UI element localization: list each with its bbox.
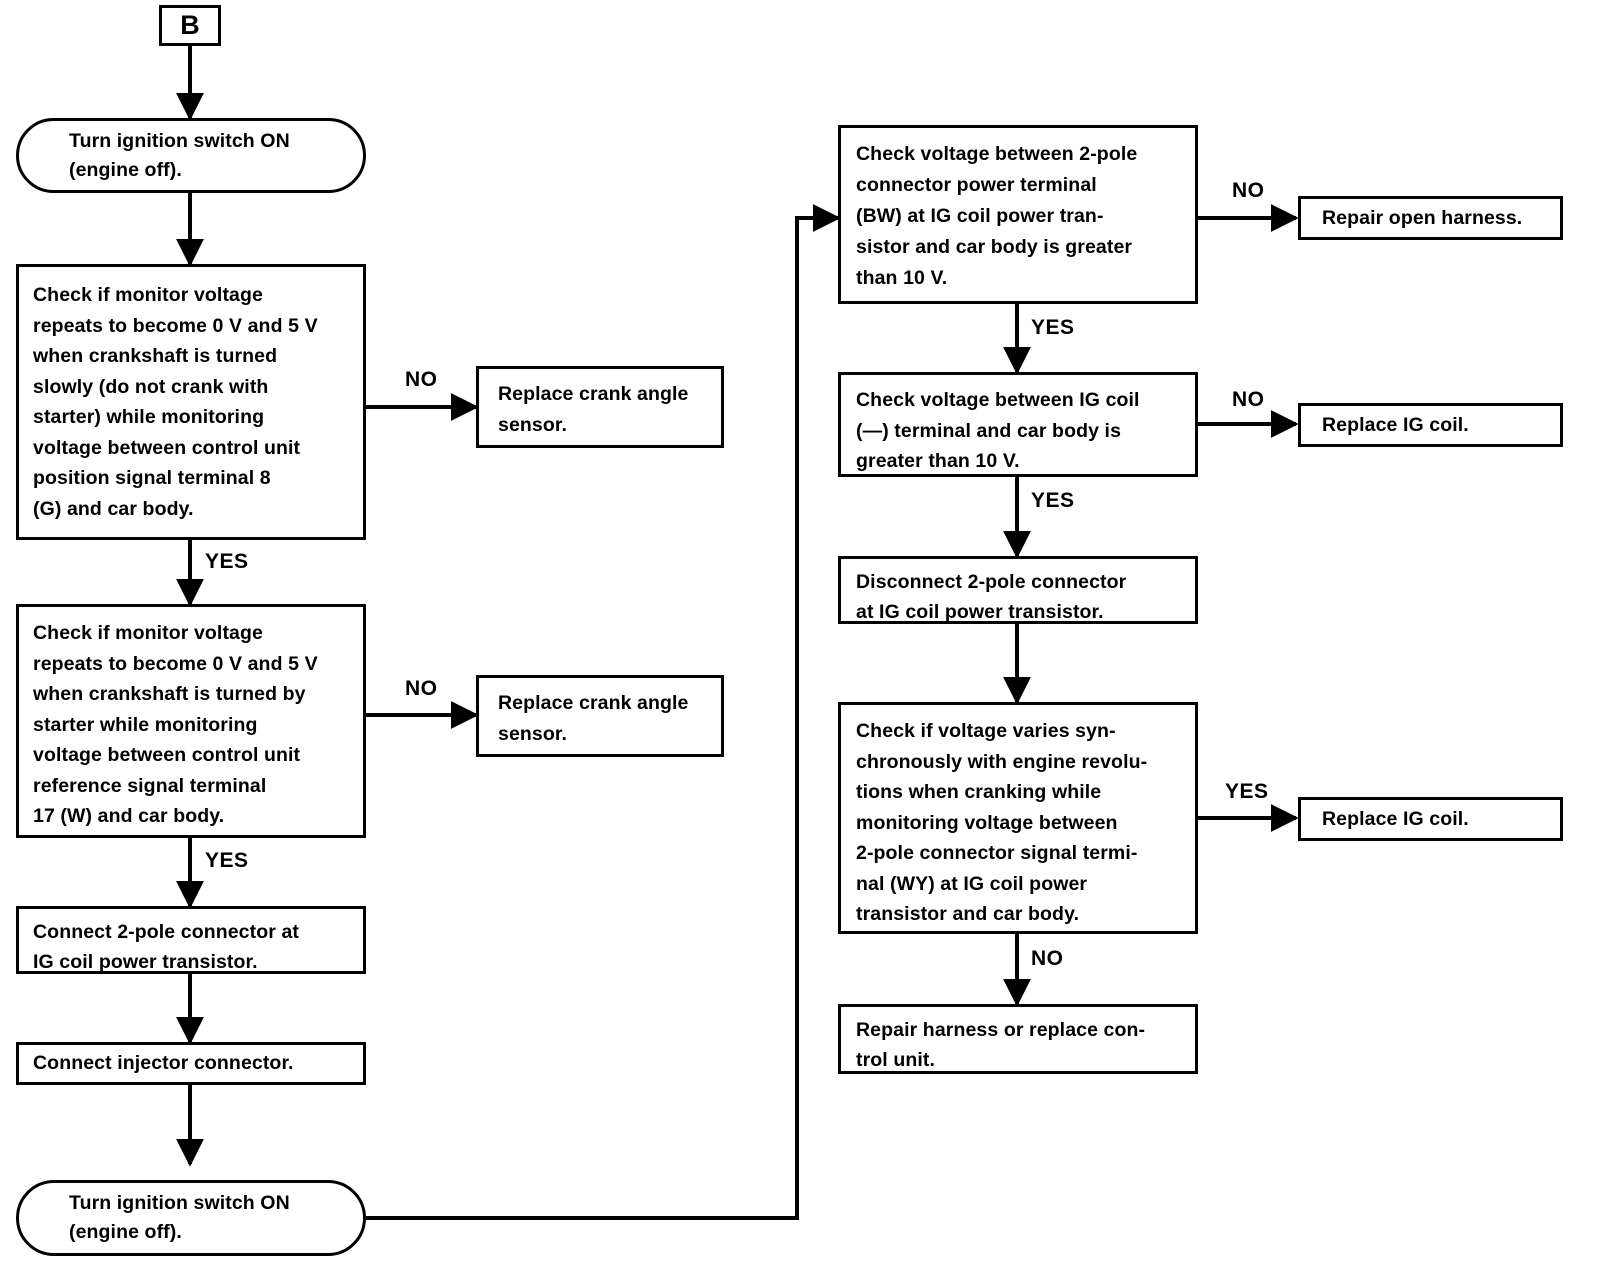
process-check-voltage-varies-synchronously[interactable]: Check if voltage varies syn- chronously … (838, 702, 1198, 934)
terminator-turn-ignition-on-top[interactable]: Turn ignition switch ON (engine off). (16, 118, 366, 193)
process-repair-harness-or-control-unit[interactable]: Repair harness or replace con- trol unit… (838, 1004, 1198, 1074)
process-disconnect-2pole-connector-label: Disconnect 2-pole connector at IG coil p… (856, 571, 1127, 623)
edge-label-no-ig-coil-minus: NO (1232, 388, 1265, 411)
process-check-position-signal[interactable]: Check if monitor voltage repeats to beco… (16, 264, 366, 540)
edge-label-no-voltage-varies: NO (1031, 947, 1064, 970)
process-replace-ig-coil-1[interactable]: Replace IG coil. (1298, 403, 1563, 447)
process-connect-2pole-connector-label: Connect 2-pole connector at IG coil powe… (33, 921, 299, 973)
process-replace-ig-coil-2[interactable]: Replace IG coil. (1298, 797, 1563, 841)
process-repair-open-harness[interactable]: Repair open harness. (1298, 196, 1563, 240)
process-replace-crank-angle-sensor-1[interactable]: Replace crank angle sensor. (476, 366, 724, 448)
edge-label-yes-ig-coil-minus: YES (1031, 489, 1075, 512)
edge-label-yes-position-signal: YES (205, 550, 249, 573)
process-connect-injector-connector-label: Connect injector connector. (33, 1052, 294, 1074)
process-replace-crank-angle-sensor-2[interactable]: Replace crank angle sensor. (476, 675, 724, 757)
process-connect-injector-connector[interactable]: Connect injector connector. (16, 1042, 366, 1085)
process-connect-2pole-connector[interactable]: Connect 2-pole connector at IG coil powe… (16, 906, 366, 974)
edge-label-no-power-terminal: NO (1232, 179, 1265, 202)
terminator-turn-ignition-on-bottom-label: Turn ignition switch ON (engine off). (69, 1192, 290, 1243)
process-check-ig-coil-minus-terminal-label: Check voltage between IG coil (—) termin… (856, 389, 1140, 472)
process-check-reference-signal[interactable]: Check if monitor voltage repeats to beco… (16, 604, 366, 838)
edge-label-yes-voltage-varies: YES (1225, 780, 1269, 803)
terminator-turn-ignition-on-bottom[interactable]: Turn ignition switch ON (engine off). (16, 1180, 366, 1256)
process-replace-ig-coil-1-label: Replace IG coil. (1322, 413, 1469, 436)
edge-label-no-position-signal: NO (405, 368, 438, 391)
process-check-voltage-varies-synchronously-label: Check if voltage varies syn- chronously … (856, 720, 1148, 925)
terminator-turn-ignition-on-top-label: Turn ignition switch ON (engine off). (69, 129, 290, 181)
entry-connector-label: B (180, 10, 200, 40)
process-replace-crank-angle-sensor-2-label: Replace crank angle sensor. (498, 692, 689, 745)
process-replace-ig-coil-2-label: Replace IG coil. (1322, 807, 1469, 830)
edge-label-yes-reference-signal: YES (205, 849, 249, 872)
edge-label-yes-power-terminal: YES (1031, 316, 1075, 339)
process-check-2pole-power-terminal-label: Check voltage between 2-pole connector p… (856, 143, 1138, 289)
process-check-reference-signal-label: Check if monitor voltage repeats to beco… (33, 622, 318, 827)
process-check-ig-coil-minus-terminal[interactable]: Check voltage between IG coil (—) termin… (838, 372, 1198, 477)
process-replace-crank-angle-sensor-1-label: Replace crank angle sensor. (498, 383, 689, 436)
process-disconnect-2pole-connector[interactable]: Disconnect 2-pole connector at IG coil p… (838, 556, 1198, 624)
entry-connector-b[interactable]: B (159, 5, 221, 46)
edge-label-no-reference-signal: NO (405, 677, 438, 700)
process-check-2pole-power-terminal[interactable]: Check voltage between 2-pole connector p… (838, 125, 1198, 304)
process-repair-open-harness-label: Repair open harness. (1322, 206, 1523, 229)
process-check-position-signal-label: Check if monitor voltage repeats to beco… (33, 284, 318, 520)
process-repair-harness-or-control-unit-label: Repair harness or replace con- trol unit… (856, 1019, 1146, 1071)
